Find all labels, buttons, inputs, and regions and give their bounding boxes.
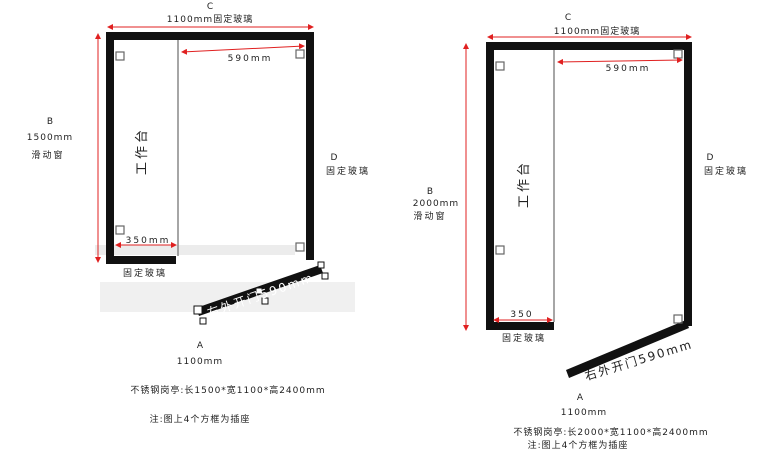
right-plan: C 1100mm固定玻璃 B 2000mm 滑动窗 D 固定玻璃 590mm 工…	[413, 13, 748, 451]
left-dim-inner-line	[181, 43, 305, 55]
right-spec: 不锈钢岗亭:长2000*宽1100*高2400mm	[513, 426, 708, 438]
right-socket	[495, 245, 505, 255]
right-dim-inner-line	[557, 57, 683, 65]
right-fixed-glass-bottom: 固定玻璃	[502, 332, 546, 344]
right-right-wall	[684, 42, 692, 326]
right-workbench: 工作台	[517, 160, 532, 208]
left-socket	[295, 242, 305, 252]
right-left-wall	[486, 42, 494, 330]
left-label-d: D	[331, 153, 338, 163]
left-door-handle	[321, 272, 329, 280]
left-left-wall	[106, 32, 114, 264]
left-dim-a: 1100mm	[177, 357, 223, 367]
right-socket	[495, 61, 505, 71]
left-socket	[115, 225, 125, 235]
right-dim-bench: 350	[510, 310, 533, 320]
left-workbench: 工作台	[135, 127, 150, 175]
left-note: 注:图上4个方框为插座	[150, 413, 251, 425]
right-bottom-wall	[486, 322, 554, 330]
left-door-handle	[255, 287, 263, 295]
left-top-wall	[106, 32, 314, 40]
right-label-d: D	[707, 153, 714, 163]
right-top-wall	[486, 42, 692, 50]
left-socket	[115, 51, 125, 61]
left-dim-inner: 590mm	[228, 54, 273, 64]
left-door	[193, 261, 329, 325]
right-dim-c: 1100mm固定玻璃	[554, 25, 640, 37]
left-door-handle	[199, 317, 207, 325]
right-socket	[673, 314, 683, 324]
left-haze	[95, 245, 295, 255]
right-dim-inner: 590mm	[606, 64, 651, 74]
left-b-desc: 滑动窗	[31, 149, 64, 161]
left-dim-c: 1100mm固定玻璃	[167, 13, 253, 25]
right-socket	[673, 49, 683, 59]
left-door-handle	[193, 305, 203, 315]
left-fixed-glass-bottom: 固定玻璃	[123, 267, 167, 279]
right-dim-b: 2000mm	[413, 199, 459, 209]
right-door	[566, 320, 689, 378]
left-label-a: A	[197, 341, 204, 351]
right-label-c: C	[565, 13, 571, 23]
right-d-desc: 固定玻璃	[704, 165, 748, 177]
left-dim-bench: 350mm	[126, 236, 171, 246]
right-label-a: A	[577, 393, 584, 403]
left-bottom-wall	[106, 256, 176, 264]
left-d-desc: 固定玻璃	[326, 165, 370, 177]
left-label-b: B	[47, 117, 53, 127]
right-label-b: B	[427, 187, 433, 197]
left-haze-2	[100, 282, 355, 312]
left-label-c: C	[207, 2, 213, 12]
right-b-desc: 滑动窗	[413, 210, 446, 222]
left-door-handle	[261, 297, 269, 305]
left-dim-b: 1500mm	[27, 133, 73, 143]
right-note: 注:图上4个方框为插座	[528, 439, 629, 451]
left-door-handle	[317, 261, 325, 269]
left-spec: 不锈钢岗亭:长1500*宽1100*高2400mm	[130, 384, 325, 396]
left-socket	[295, 49, 305, 59]
left-right-wall	[306, 32, 314, 260]
right-dim-a: 1100mm	[561, 408, 607, 418]
left-plan: C 1100mm固定玻璃 B 1500mm 滑动窗 D 固定玻璃 590mm 工…	[27, 2, 370, 425]
